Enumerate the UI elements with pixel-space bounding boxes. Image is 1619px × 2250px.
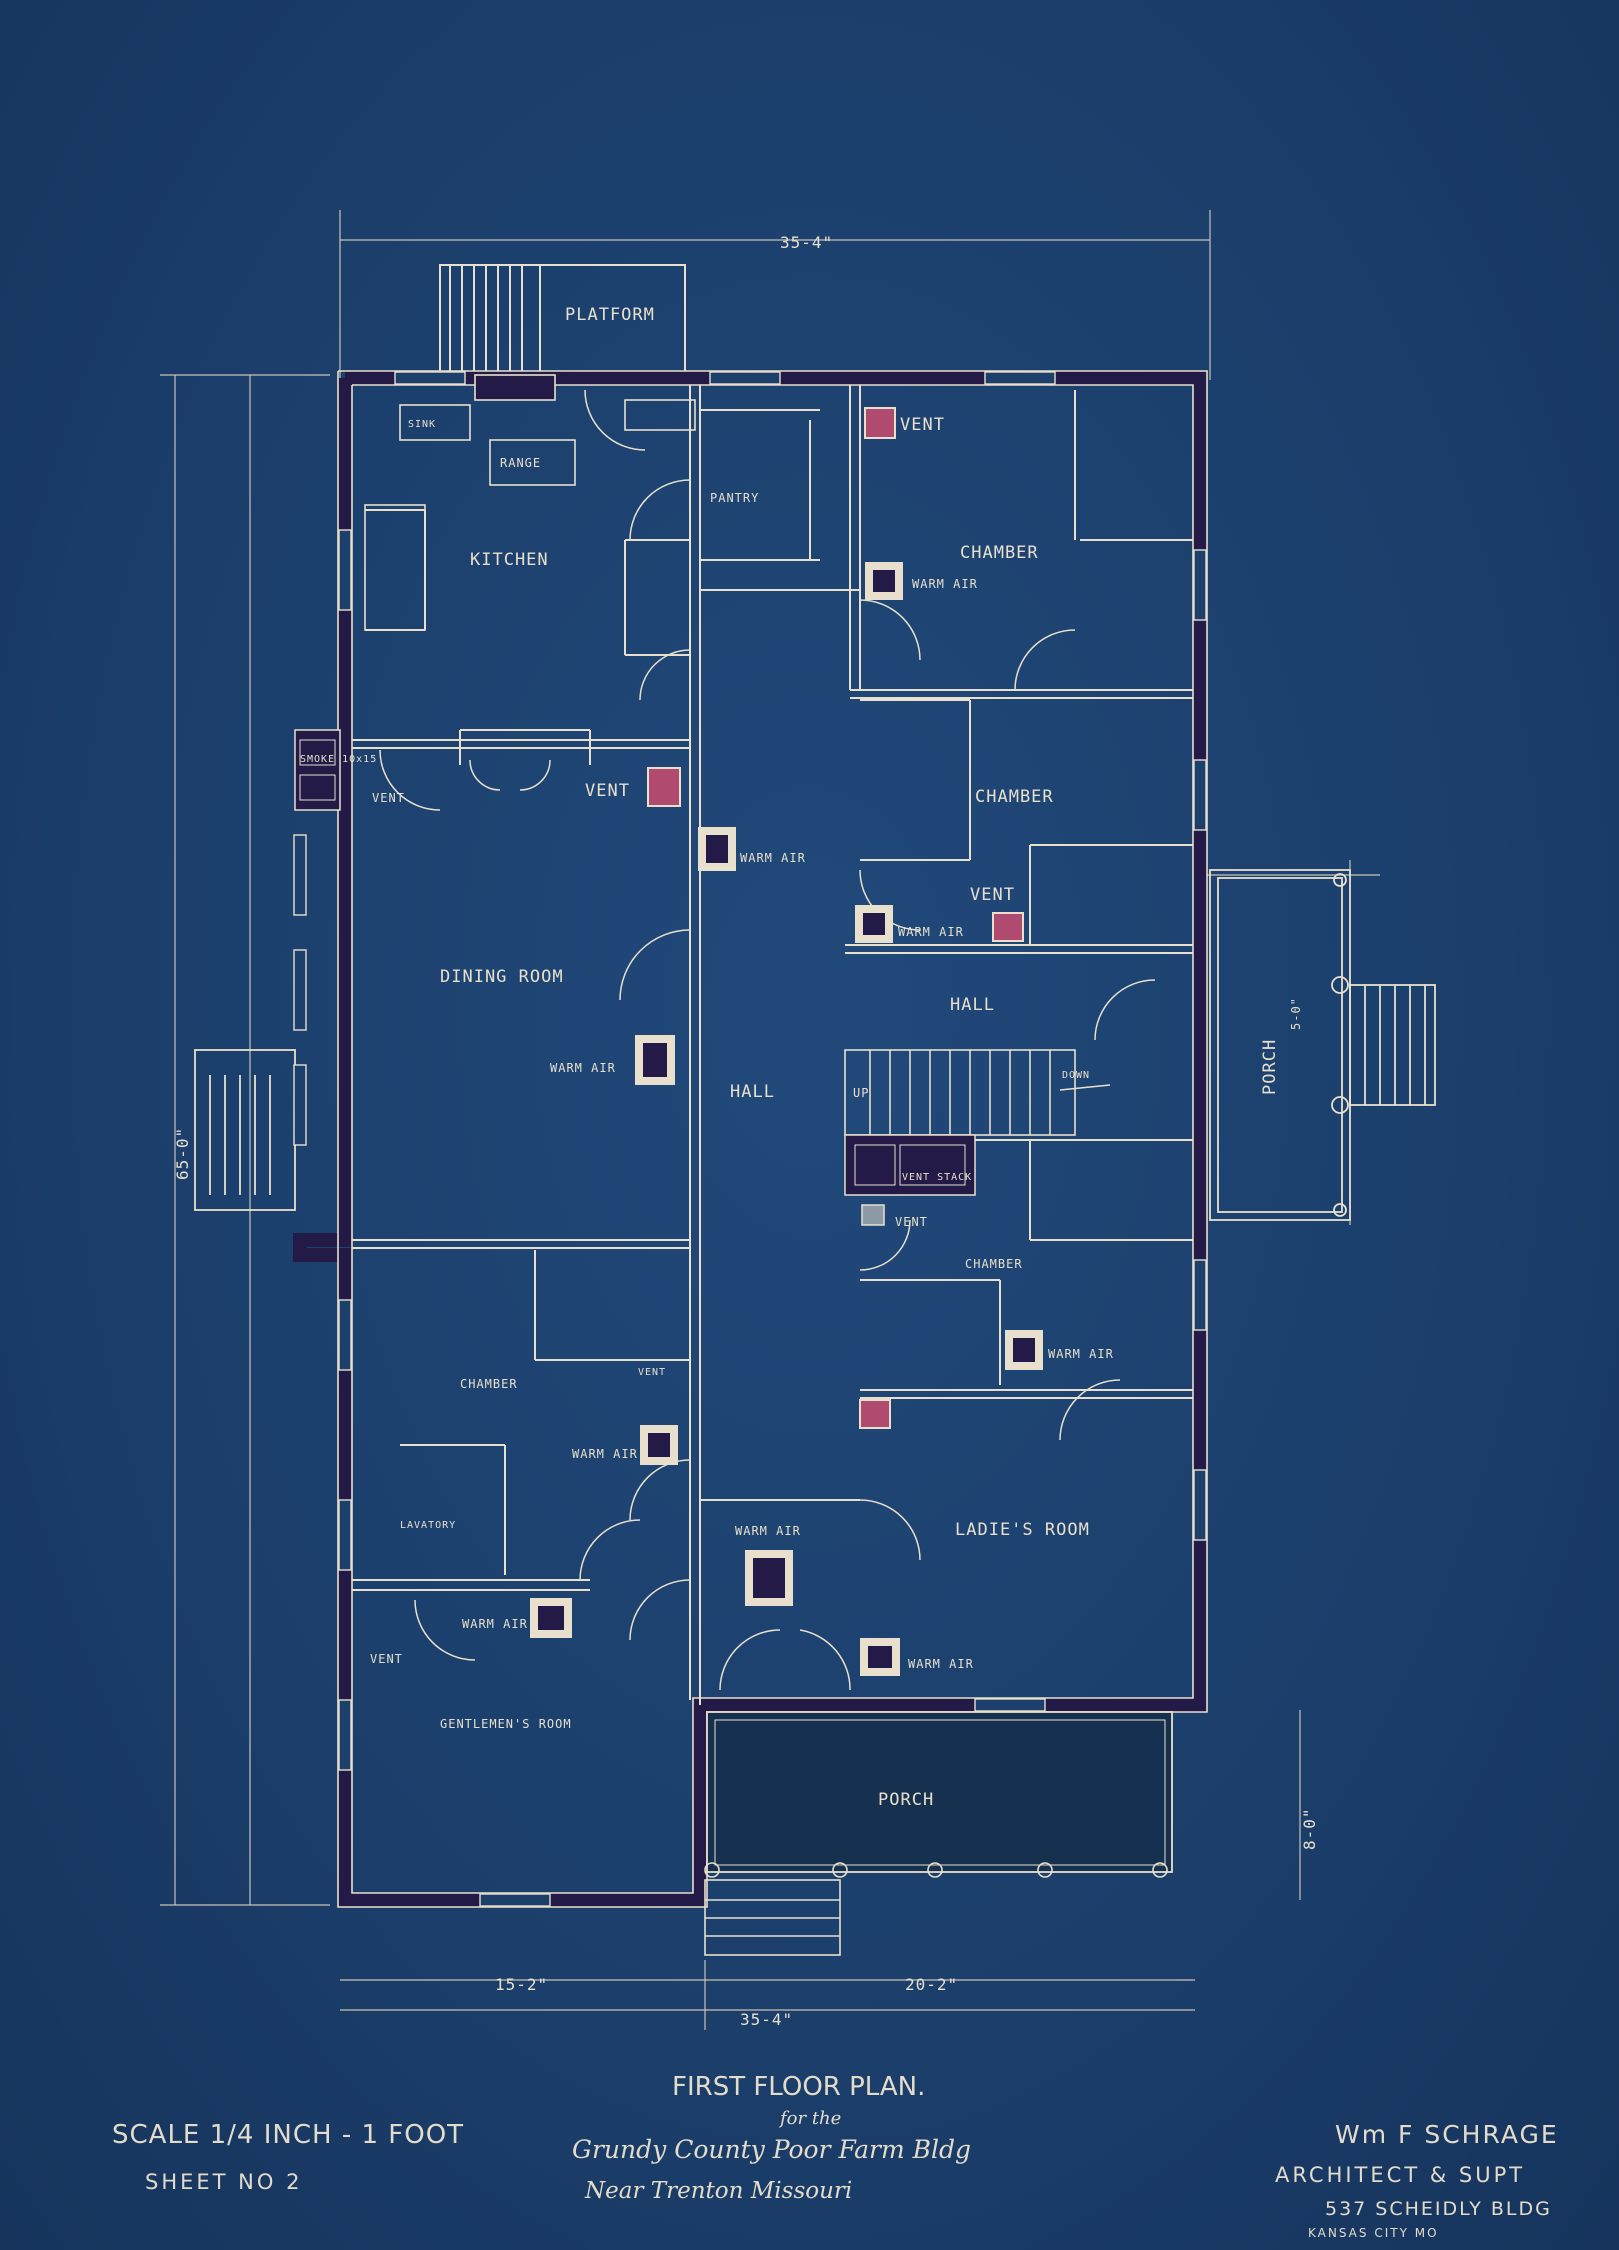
label-platform: PLATFORM [565, 305, 655, 325]
chimneys [294, 729, 976, 1196]
dim-bottom-right: 20-2" [905, 1975, 958, 1994]
label-pantry: PANTRY [710, 491, 759, 505]
label-down: DOWN [1062, 1070, 1090, 1081]
dim-bottom-left: 15-2" [495, 1975, 548, 1994]
dim-bottom-total: 35-4" [740, 2010, 793, 2029]
sheet-number: SHEET NO 2 [145, 2170, 303, 2194]
drawing-for: for the [780, 2108, 842, 2129]
architect-office: 537 SCHEIDLY BLDG [1325, 2198, 1552, 2220]
dim-left: 65-0" [173, 1127, 192, 1180]
label-hall-center: HALL [730, 1082, 775, 1102]
label-up: UP [853, 1086, 869, 1100]
label-warmair-4: WARM AIR [550, 1061, 616, 1075]
label-chamber-e: CHAMBER [975, 787, 1054, 807]
label-warmair-8: WARM AIR [462, 1617, 528, 1631]
stairs [844, 1049, 1111, 1136]
scale-note: SCALE 1/4 INCH - 1 FOOT [112, 2120, 465, 2150]
label-dining: DINING ROOM [440, 967, 564, 987]
label-warmair-5: WARM AIR [1048, 1347, 1114, 1361]
label-porch-east: PORCH [1260, 1039, 1280, 1095]
label-warmair-1: WARM AIR [912, 577, 978, 591]
label-warmair-7: WARM AIR [735, 1524, 801, 1538]
label-vent-2: VENT [585, 781, 630, 801]
dim-top: 35-4" [780, 233, 833, 252]
dim-porch-depth: 5-0" [1289, 997, 1303, 1030]
east-porch [1209, 869, 1436, 1221]
label-vent-3: VENT [372, 791, 405, 805]
label-sink: SINK [408, 419, 436, 430]
windows [293, 371, 1207, 1907]
kitchen-fixtures [364, 374, 696, 631]
label-porch-south: PORCH [878, 1790, 934, 1810]
label-lavatory: LAVATORY [400, 1520, 456, 1531]
architect-city: KANSAS CITY MO [1308, 2226, 1439, 2240]
project-name: Grundy County Poor Farm Bldg [572, 2135, 972, 2164]
label-vent-6: VENT [638, 1367, 666, 1378]
label-vent-5: VENT [895, 1215, 928, 1229]
label-chamber-se: CHAMBER [965, 1257, 1023, 1271]
label-hall-east: HALL [950, 995, 995, 1015]
label-warmair-3: WARM AIR [898, 925, 964, 939]
project-location: Near Trenton Missouri [585, 2178, 853, 2204]
label-smoke: SMOKE 10x15 [300, 754, 377, 765]
architect-name: Wm F SCHRAGE [1335, 2120, 1559, 2149]
drawing-title: FIRST FLOOR PLAN. [672, 2072, 926, 2102]
label-ladies: LADIE'S ROOM [955, 1520, 1090, 1540]
architect-role: ARCHITECT & SUPT [1275, 2163, 1526, 2187]
label-warmair-2: WARM AIR [740, 851, 806, 865]
dim-right-porch: 8-0" [1300, 1807, 1319, 1850]
label-kitchen: KITCHEN [470, 550, 549, 570]
label-vent-stack: VENT STACK [902, 1172, 972, 1183]
label-chamber-w: CHAMBER [460, 1377, 518, 1391]
label-warmair-6: WARM AIR [572, 1447, 638, 1461]
label-chamber-ne: CHAMBER [960, 543, 1039, 563]
label-warmair-9: WARM AIR [908, 1657, 974, 1671]
west-steps [194, 1049, 296, 1211]
label-range: RANGE [500, 456, 541, 470]
label-vent-1: VENT [900, 415, 945, 435]
label-vent-7: VENT [370, 1652, 403, 1666]
warm-air-registers [530, 562, 1043, 1676]
door-swings [379, 389, 1156, 1691]
label-vent-4: VENT [970, 885, 1015, 905]
interior-walls [352, 385, 1193, 1705]
vent-registers [647, 407, 1024, 1429]
south-porch [704, 1711, 1173, 1956]
label-gentlemens: GENTLEMEN'S ROOM [440, 1717, 572, 1731]
